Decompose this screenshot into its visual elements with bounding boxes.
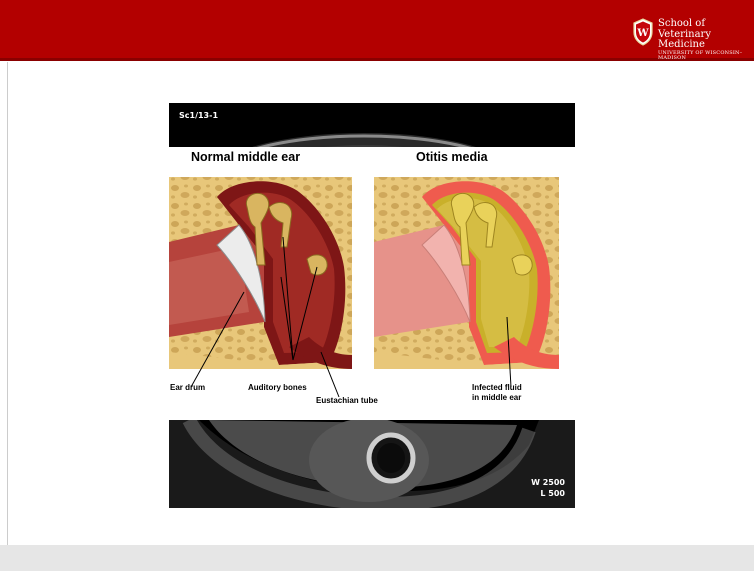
- logo-line-2: Veterinary Medicine: [658, 30, 748, 51]
- ear-diagram: Normal middle ear Otitis media: [169, 147, 575, 420]
- label-ear-drum: Ear drum: [170, 383, 205, 393]
- otitis-media-illustration: [374, 177, 559, 369]
- normal-ear-illustration: [169, 177, 352, 369]
- ct-scan-top-image: [169, 103, 575, 147]
- label-infected-fluid: Infected fluid in middle ear: [472, 383, 522, 402]
- svg-text:W: W: [636, 28, 649, 39]
- label-eustachian-tube: Eustachian tube: [316, 396, 378, 406]
- label-infected-fluid-line-2: in middle ear: [472, 393, 522, 403]
- logo-line-1: School of: [658, 19, 748, 30]
- school-logo[interactable]: W School of Veterinary Medicine UNIVERSI…: [632, 16, 748, 56]
- logo-line-3: UNIVERSITY OF WISCONSIN–MADISON: [658, 51, 748, 62]
- ct-scan-bottom-image: [169, 420, 575, 508]
- label-auditory-bones: Auditory bones: [248, 383, 307, 393]
- level-label: L 500: [540, 489, 565, 498]
- label-infected-fluid-line-1: Infected fluid: [472, 383, 522, 393]
- slide-left-rule: [7, 62, 8, 545]
- ear-illustrations: [169, 147, 575, 420]
- scan-id-label: Sc1/13-1: [179, 111, 218, 120]
- window-label: W 2500: [531, 478, 565, 487]
- uw-crest-icon: W: [632, 18, 654, 46]
- logo-text: School of Veterinary Medicine UNIVERSITY…: [658, 19, 748, 61]
- ct-scan-top: Sc1/13-1: [169, 103, 575, 147]
- footer-bar: [0, 545, 754, 571]
- ct-scan-bottom: W 2500 L 500: [169, 420, 575, 508]
- header-bar: W School of Veterinary Medicine UNIVERSI…: [0, 0, 754, 61]
